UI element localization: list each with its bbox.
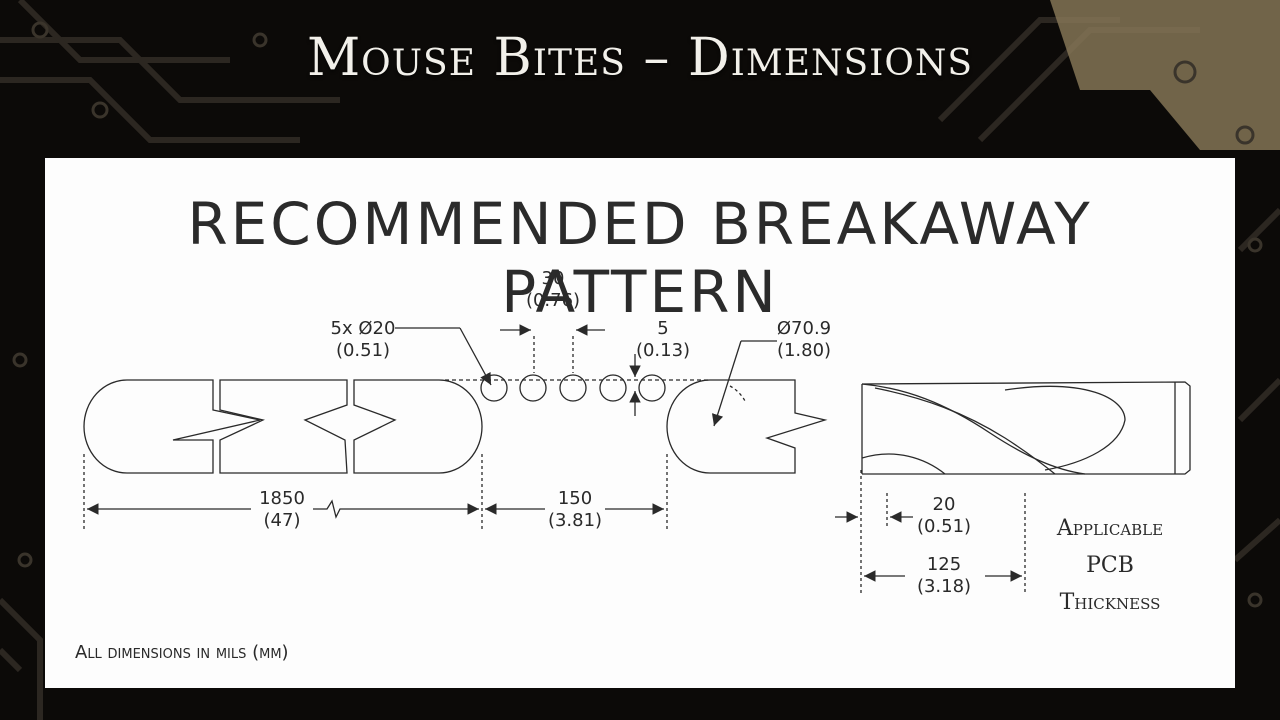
- drill-bit: [861, 381, 1191, 475]
- pitch-mils: 30: [541, 268, 565, 289]
- flute-dimension-label: 20 (0.51): [913, 494, 975, 538]
- pcb-outline: [83, 379, 828, 474]
- hole-dimension-label: 5x Ø20 (0.51): [323, 318, 403, 362]
- mouse-bite-holes: [480, 374, 666, 402]
- gap-mm: (0.13): [635, 340, 691, 361]
- diagram-panel: RECOMMENDED BREAKAWAY PATTERN: [45, 158, 1235, 688]
- thickness-dimension-label: 125 (3.18): [913, 554, 975, 598]
- gap-dimension-label: 5 (0.13): [633, 318, 693, 362]
- tool-radius-arc: [729, 385, 746, 402]
- pitch-mm: (0.76): [525, 290, 581, 311]
- applicable-line1: Applicable: [1056, 516, 1164, 541]
- spacing-mm: (3.81): [547, 510, 603, 531]
- units-note: All dimensions in mils (mm): [75, 642, 289, 663]
- flute-mm: (0.51): [916, 516, 972, 537]
- tool-diameter-label: Ø70.9 (1.80): [771, 318, 837, 362]
- flute-mils: 20: [932, 494, 956, 515]
- hole-mils: 5x Ø20: [330, 318, 396, 339]
- spacing-dimension-label: 150 (3.81): [545, 488, 605, 532]
- breakaway-pattern-drawing: [83, 324, 1191, 595]
- slide-title: Mouse Bites – Dimensions: [306, 28, 974, 88]
- spacing-mils: 150: [557, 488, 593, 509]
- thickness-mm: (3.18): [916, 576, 972, 597]
- thickness-mils: 125: [926, 554, 962, 575]
- tool-mils: Ø70.9: [776, 318, 832, 339]
- applicable-line2: PCB Thickness: [1059, 553, 1161, 615]
- tool-mm: (1.80): [776, 340, 832, 361]
- gap-mils: 5: [657, 318, 669, 339]
- dimension-lines: [87, 324, 1022, 582]
- extension-lines: [83, 336, 1026, 595]
- panel-title: RECOMMENDED BREAKAWAY PATTERN: [187, 190, 1093, 326]
- pitch-dimension-label: 30 (0.76): [523, 268, 583, 312]
- length-mils: 1850: [259, 488, 305, 509]
- applicable-thickness-label: Applicable PCB Thickness: [1035, 510, 1185, 621]
- hole-mm: (0.51): [335, 340, 391, 361]
- length-dimension-label: 1850 (47): [251, 488, 313, 532]
- length-mm: (47): [263, 510, 301, 531]
